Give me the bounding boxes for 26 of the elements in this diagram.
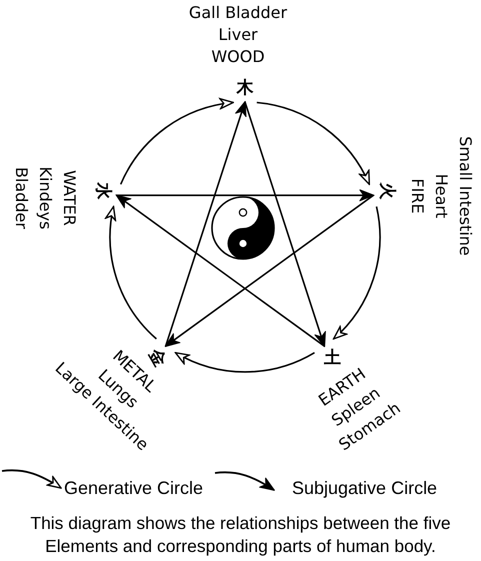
chinese-character: 火 [376,181,397,201]
organ-label: Liver [218,24,258,46]
element-name-label: FIRE [407,178,428,214]
arrow [244,102,326,347]
arrow [116,190,374,201]
arrow [164,101,246,346]
chinese-character: 木 [235,78,255,98]
organ-label: Bladder [11,167,32,229]
curved-arrow [120,98,234,185]
element-name-label: WOOD [211,46,265,68]
chinese-character: 水 [93,181,114,201]
organ-label: Small Intestine [455,136,476,256]
arrow [164,194,374,347]
curved-arrow [332,206,381,340]
caption-text: This diagram shows the relationships between the five Elements and corresponding parts of human body. [29,512,452,558]
arrow [116,194,325,347]
legend-label: Generative Circle [64,477,204,499]
curved-arrow [256,102,370,185]
curved-arrow [174,352,315,373]
legend-label: Subjugative Circle [292,477,438,499]
organ-label: Heart [431,174,452,218]
curved-arrow [106,206,157,340]
organ-label: Gall Bladder [188,2,288,24]
element-name-label: WATER [59,170,80,226]
organ-label: Kindeys [35,166,56,230]
chinese-character: 土 [322,348,343,368]
